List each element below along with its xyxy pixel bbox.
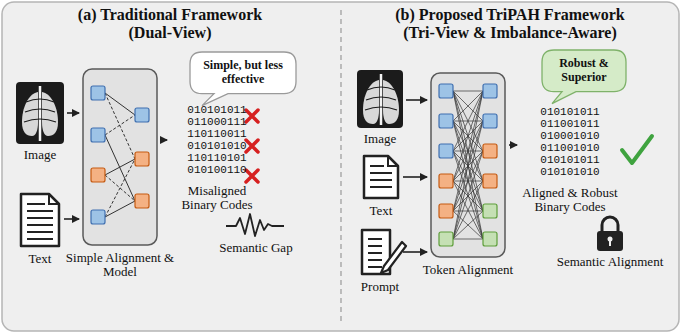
model-caption: Token Alignment: [412, 263, 524, 277]
text-icon-art: [19, 192, 61, 248]
bubble-outline: [542, 50, 626, 104]
text-icon: Text: [356, 154, 406, 218]
flow-arrow: [403, 176, 427, 178]
binary-code: 110110011: [170, 128, 264, 140]
flow-arrow: [64, 218, 79, 220]
binary-code: 010101011: [170, 104, 264, 116]
prompt-icon-art: [360, 228, 400, 276]
image-icon: Image: [350, 70, 410, 146]
binary-code: 011001011: [520, 118, 620, 130]
model-box: Simple Alignment & Model: [60, 68, 180, 280]
gap-wave: [226, 214, 284, 236]
cross-marks: [246, 110, 258, 182]
icon-caption: Prompt: [352, 280, 408, 294]
bubble-text: Robust & Superior: [550, 57, 618, 85]
codes-caption: Aligned & Robust Binary Codes: [520, 186, 620, 215]
model-art: [430, 72, 506, 258]
binary-code: 010101011: [520, 154, 620, 166]
icon-caption: Image: [350, 132, 410, 146]
flow-arrow: [509, 144, 517, 146]
binary-codes: 0101010110110010110100010100110010100101…: [520, 106, 620, 215]
binary-code: 011001010: [520, 142, 620, 154]
icon-caption: Text: [356, 204, 406, 218]
text-icon: Text: [12, 192, 68, 266]
prompt-icon: Prompt: [352, 228, 408, 294]
image-icon: Image: [10, 82, 70, 162]
image-icon-art: [357, 70, 403, 128]
codes-caption: Misaligned Binary Codes: [170, 184, 264, 213]
flow-arrow: [406, 99, 427, 101]
speech-bubble: Robust & Superior: [542, 50, 626, 92]
binary-code: 010101010: [520, 166, 620, 178]
text-icon-art: [362, 154, 400, 200]
image-icon-art: [16, 82, 64, 144]
flow-arrow: [161, 139, 167, 141]
model-box: Token Alignment: [412, 72, 524, 277]
binary-code: 010101010: [170, 140, 264, 152]
icon-caption: Text: [12, 252, 68, 266]
binary-codes: 0101010110110001111101100110101010101101…: [170, 104, 264, 213]
binary-code: 010100110: [170, 164, 264, 176]
check-mark: [622, 136, 652, 163]
divider: [340, 10, 341, 322]
alignment-label: Semantic Alignment: [548, 255, 672, 270]
panel-title: (a) Traditional Framework (Dual-View): [55, 6, 285, 43]
flow-arrow: [403, 251, 427, 253]
binary-code: 010001010: [520, 130, 620, 142]
panel-title: (b) Proposed TriPAH Framework (Tri-View …: [378, 6, 642, 43]
binary-code: 010101011: [520, 106, 620, 118]
binary-code: 110110101: [170, 152, 264, 164]
bubble-outline: [190, 52, 296, 106]
lock-icon: [597, 217, 623, 251]
icon-caption: Image: [10, 148, 70, 162]
model-caption: Simple Alignment & Model: [60, 251, 180, 280]
speech-bubble: Simple, but less effective: [190, 52, 296, 94]
gap-label: Semantic Gap: [210, 241, 302, 256]
bubble-text: Simple, but less effective: [198, 59, 288, 87]
binary-code: 011000111: [170, 116, 264, 128]
flow-arrow: [67, 112, 79, 114]
model-art: [82, 68, 158, 246]
